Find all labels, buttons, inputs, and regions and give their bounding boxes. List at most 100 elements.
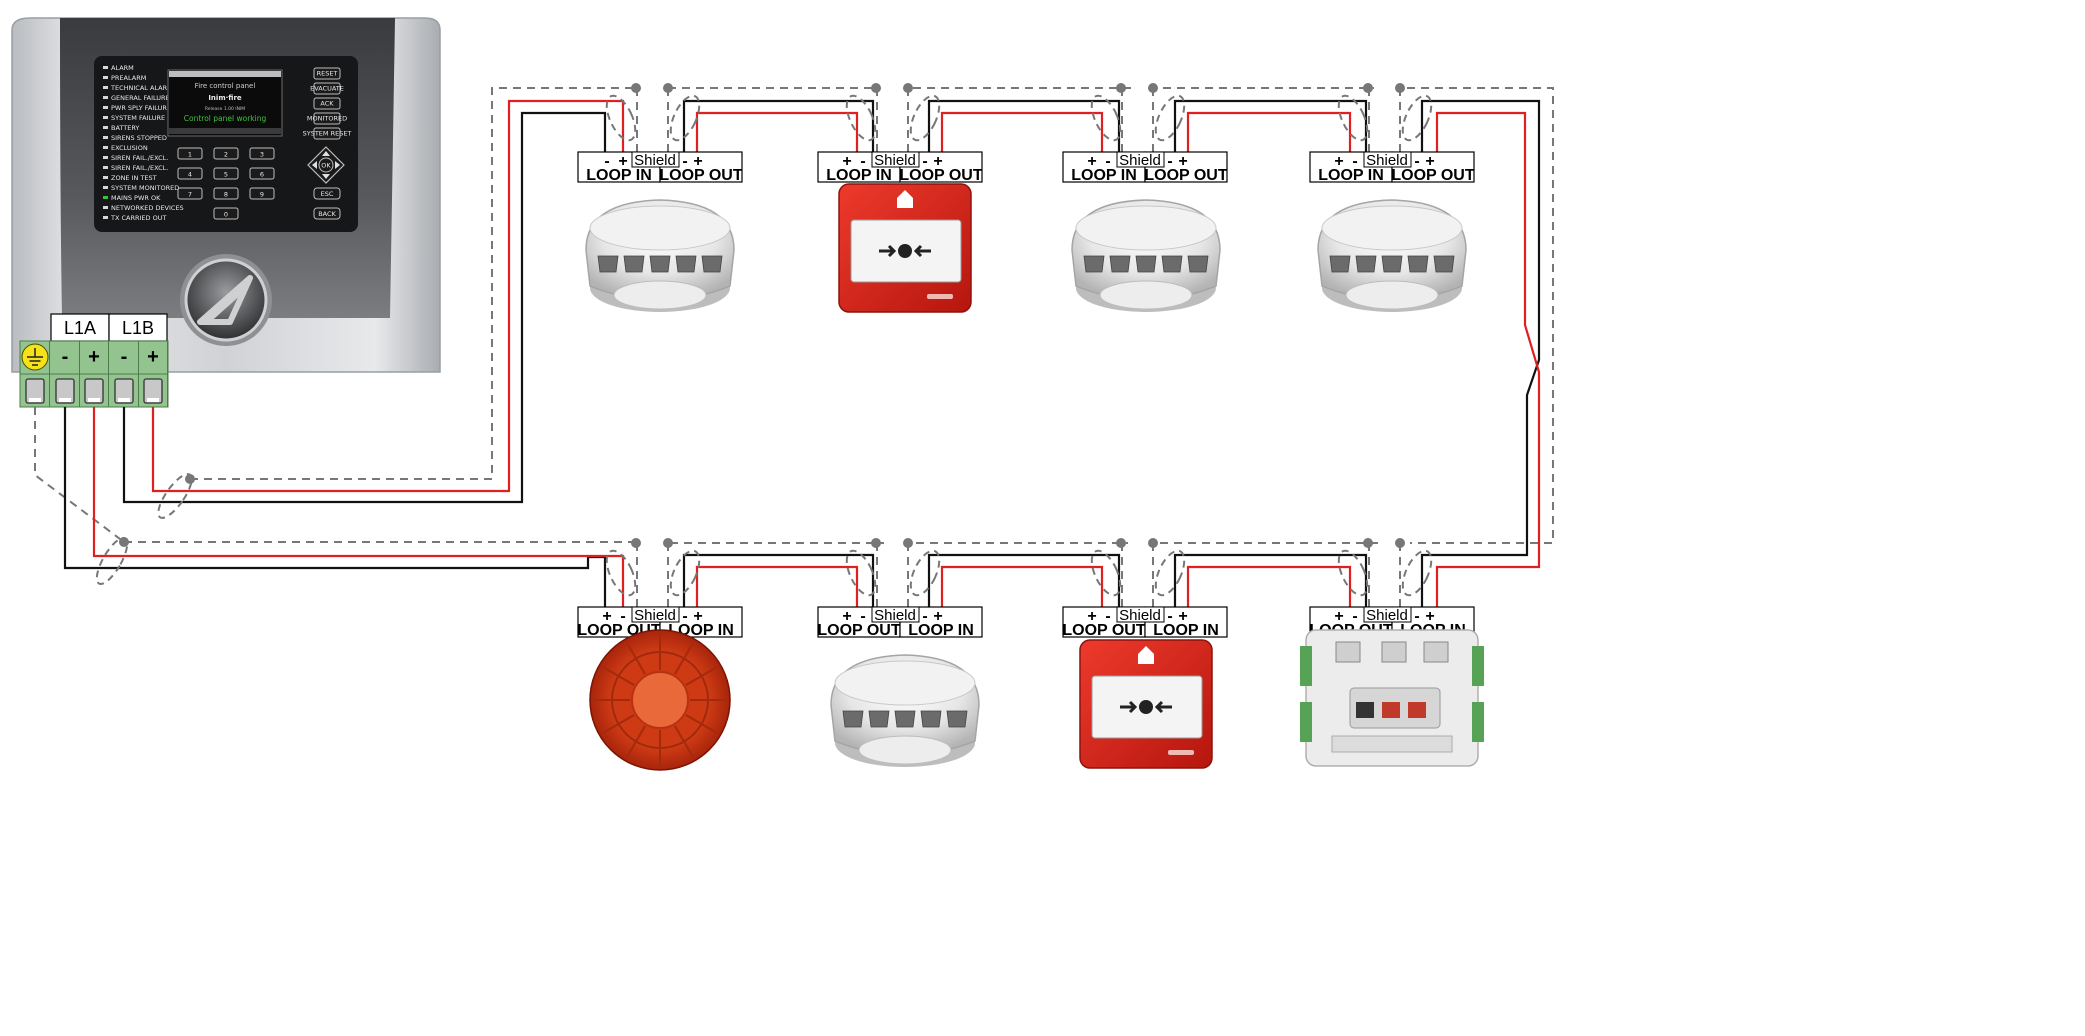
led-label: SIRENS STOPPED [111,134,167,142]
led-label: SIREN FAIL./EXCL. [111,154,168,162]
led-label: PREALARM [111,74,146,82]
keypad-key-4[interactable]: 4 [177,167,203,180]
terminal-polarity-in-a: + [1087,608,1096,625]
function-button-monitored[interactable]: MONITORED [307,112,347,125]
terminal-polarity-out-a: - [682,153,687,170]
esc-button[interactable]: ESC [313,187,341,200]
terminal-polarity-in-b: - [1105,608,1110,625]
led-indicator [103,146,108,149]
wire-l1b-positive [151,99,625,493]
terminal-polarity-in-a: - [604,153,609,170]
led-indicator [103,106,108,109]
back-label: BACK [318,210,336,218]
terminal-polarity-in-a: + [1087,153,1096,170]
terminal-shield-label: Shield [1119,152,1161,169]
keypad-key-0[interactable]: 0 [213,207,239,220]
keypad-key-label: 2 [224,151,228,159]
terminal-left-label: LOOP IN [586,167,652,184]
terminal-shield-label: Shield [634,152,676,169]
smoke-detector-icon [1317,199,1467,312]
function-button-label: EVACUATE [310,85,344,93]
earth-ground-icon [21,343,49,371]
led-indicator [103,116,108,119]
terminal-screw [55,378,75,404]
function-button-evacuate[interactable]: EVACUATE [310,82,344,95]
panel-face [94,56,358,232]
led-indicator [103,76,108,79]
terminal-polarity-out-a: - [922,153,927,170]
terminal-screw [143,378,163,404]
keypad-key-label: 5 [224,171,228,179]
arrow-left-icon[interactable] [312,161,317,169]
keypad-key-9[interactable]: 9 [249,187,275,200]
terminal-shield-label: Shield [634,607,676,624]
terminal-polarity-out-b: + [1425,153,1434,170]
terminal-polarity-in-b: - [620,608,625,625]
keypad-key-8[interactable]: 8 [213,187,239,200]
wire-shield-l1a [34,407,125,543]
terminal-polarity-2: + [88,346,100,368]
back-button[interactable]: BACK [313,207,341,220]
nav-pad[interactable]: OK [307,146,345,184]
led-label: BATTERY [111,124,139,132]
manual-call-point-icon [1079,639,1213,769]
terminal-right-label: LOOP OUT [1391,167,1474,184]
led-label: PWR SPLY FAILURE [111,104,171,112]
terminal-polarity-out-a: - [1167,608,1172,625]
keypad-key-2[interactable]: 2 [213,147,239,160]
display-title: Fire control panel [195,82,256,90]
terminal-polarity-out-a: - [1167,153,1172,170]
led-label: TECHNICAL ALARM [110,84,173,92]
led-indicator [103,206,108,209]
led-indicator [103,96,108,99]
keypad-key-6[interactable]: 6 [249,167,275,180]
sounder-beacon-icon [589,629,731,771]
function-button-ack[interactable]: ACK [313,97,341,110]
keypad-key-label: 0 [224,211,228,219]
display-status: Control panel working [184,114,267,123]
terminal-polarity-1: - [62,346,69,368]
panel-logo-icon [180,254,272,346]
led-indicator [103,136,108,139]
terminal-polarity-in-b: - [860,608,865,625]
led-indicator [103,166,108,169]
keypad: 1 2 3 4 5 6 7 8 9 0 [177,147,275,220]
terminal-right-label: LOOP IN [1153,622,1219,639]
terminal-screw [25,378,45,404]
terminal-polarity-in-b: - [1352,608,1357,625]
function-button-reset[interactable]: RESET [313,67,341,80]
terminal-polarity-out-b: + [1178,153,1187,170]
smoke-detector-icon [830,654,980,767]
function-button-label: SYSTEM RESET [303,130,352,138]
led-indicator [103,186,108,189]
terminal-shield-label: Shield [1366,607,1408,624]
arrow-down-icon[interactable] [322,174,330,179]
led-indicator [103,216,108,219]
keypad-key-5[interactable]: 5 [213,167,239,180]
keypad-key-1[interactable]: 1 [177,147,203,160]
ok-button[interactable]: OK [321,162,331,170]
terminal-left-label: LOOP OUT [1062,622,1145,639]
terminal-polarity-in-a: + [1334,608,1343,625]
keypad-key-7[interactable]: 7 [177,187,203,200]
led-indicator [103,66,108,69]
terminal-polarity-out-a: - [922,608,927,625]
keypad-key-label: 8 [224,191,228,199]
arrow-up-icon[interactable] [322,151,330,156]
keypad-key-3[interactable]: 3 [249,147,275,160]
terminal-block: L1A L1B - + - + [19,313,169,408]
led-indicator [103,176,108,179]
led-indicator [103,126,108,129]
function-button-system-reset[interactable]: SYSTEM RESET [303,127,352,140]
terminal-polarity-3: - [121,346,128,368]
arrow-right-icon[interactable] [335,161,340,169]
